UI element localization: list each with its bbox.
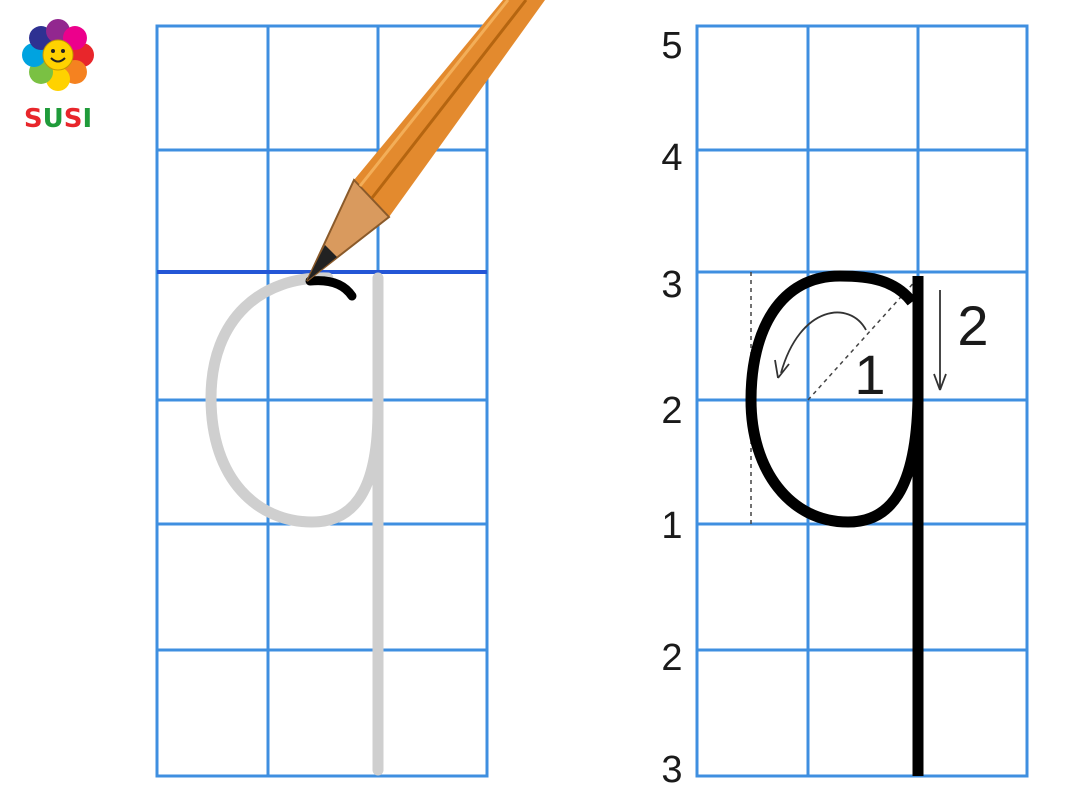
pencil-body (354, 0, 545, 217)
row-label: 2 (661, 390, 682, 432)
trace-letter-bowl (205, 272, 384, 528)
stroke-number-2: 2 (957, 294, 988, 357)
logo-wordmark: SUSI (24, 104, 92, 134)
logo-letter: S (24, 104, 43, 134)
stroke-number-1: 1 (854, 343, 885, 406)
stroke-1-arrow (780, 311, 867, 374)
guide-line-diagonal (807, 277, 919, 401)
smiley-face-icon (42, 39, 74, 71)
stroke-arrows (774, 290, 947, 391)
stroke-2-arrow-head (933, 373, 947, 391)
smiley-eye-right (61, 49, 65, 53)
model-letter-bowl (745, 270, 924, 528)
stroke-1-arrow-head (774, 359, 790, 379)
pencil-edge (370, 0, 528, 199)
row-label: 4 (661, 137, 682, 179)
susi-logo: SUSI (22, 19, 94, 134)
logo-letter: U (43, 104, 64, 134)
logo-letter: S (64, 104, 83, 134)
pencil-highlight (358, 0, 510, 187)
row-labels: 5 4 3 2 1 2 3 (661, 25, 682, 791)
smiley-eye-left (51, 49, 55, 53)
ink-stroke-start (305, 276, 357, 301)
row-label: 2 (661, 637, 682, 679)
pencil-icon (306, 0, 545, 282)
flower-petal (62, 26, 87, 51)
model-letter-q (745, 270, 924, 776)
pencil-lead (307, 245, 337, 281)
row-label: 3 (661, 749, 682, 791)
smiley-mouth (50, 57, 66, 63)
flower-petals (22, 19, 94, 91)
row-label: 5 (661, 25, 682, 67)
row-label: 3 (661, 264, 682, 306)
logo-letter: I (82, 104, 92, 134)
trace-letter-q (205, 272, 384, 776)
construction-guides (750, 272, 919, 524)
row-label: 1 (661, 505, 682, 547)
